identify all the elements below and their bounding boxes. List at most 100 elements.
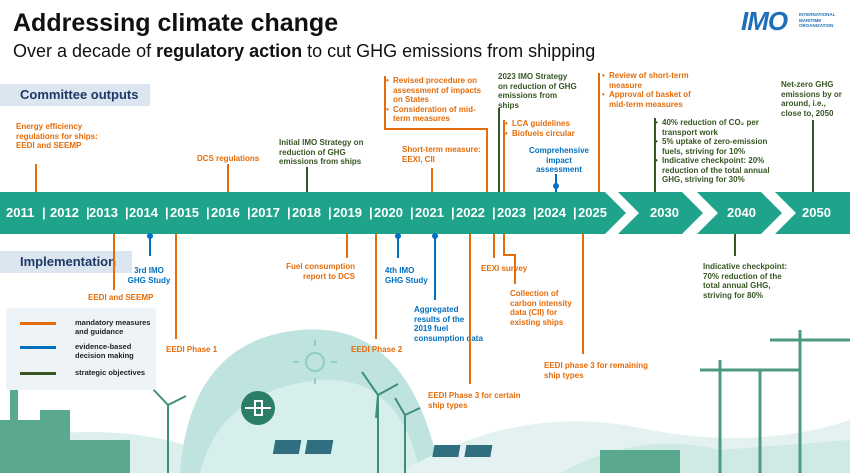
timeline-year: 2011 <box>6 205 35 220</box>
connector <box>493 234 495 258</box>
impl-aggregated: Aggregated results of the 2019 fuel cons… <box>414 305 483 343</box>
timeline-year: 2025 <box>578 205 607 220</box>
committee-revised-procedure: Revised procedure on assessment of impac… <box>386 76 482 105</box>
impl-eedi-seemp: EEDI and SEEMP <box>88 293 154 302</box>
plug-emblem-icon <box>241 391 275 425</box>
connector <box>514 254 516 284</box>
connector <box>498 108 500 192</box>
factory-silhouette <box>0 390 130 473</box>
committee-lca: LCA guidelines <box>505 119 590 129</box>
decorative-landscape <box>0 329 850 473</box>
connector <box>346 234 348 258</box>
impl-eedi-phase3-remaining: EEDI phase 3 for remaining ship types <box>544 361 649 380</box>
timeline-year: 2021 <box>415 205 444 220</box>
committee-mid-term: Consideration of mid-term measures <box>386 105 482 124</box>
committee-eedi-seemp: Energy efficiency regulations for ships:… <box>16 122 98 150</box>
connector <box>812 120 814 192</box>
timeline-separator: | <box>451 205 455 220</box>
logo-org-line: INTERNATIONAL <box>799 12 836 17</box>
connector <box>503 120 505 192</box>
timeline-separator: | <box>247 205 251 220</box>
connector <box>306 167 308 192</box>
committee-lca-list: LCA guidelines Biofuels circular <box>505 119 590 138</box>
committee-net-zero: Net-zero GHG emissions by or around, i.e… <box>781 80 842 118</box>
connector <box>486 128 488 192</box>
connector <box>434 234 436 300</box>
connector <box>384 128 488 130</box>
committee-revised-list: Revised procedure on assessment of impac… <box>386 76 482 124</box>
page-title: Addressing climate change <box>13 9 339 37</box>
timeline-year: 2014 <box>129 205 158 220</box>
timeline-separator: | <box>86 205 90 220</box>
connector <box>598 73 600 192</box>
connector-dot <box>395 233 401 239</box>
impl-eedi-phase3-certain: EEDI Phase 3 for certain ship types <box>428 391 521 410</box>
timeline-year: 2024 <box>537 205 566 220</box>
impl-eexi: EEXI survey <box>481 264 528 273</box>
connector <box>375 234 377 339</box>
impl-eedi-phase2: EEDI Phase 2 <box>351 345 403 354</box>
timeline-band <box>0 192 850 234</box>
committee-short-term: Short-term measure: EEXI, CII <box>402 145 481 164</box>
committee-biofuels: Biofuels circular <box>505 129 590 139</box>
timeline-separator: | <box>369 205 373 220</box>
connector <box>654 118 656 192</box>
committee-dcs: DCS regulations <box>197 154 260 163</box>
timeline-year: 2016 <box>211 205 240 220</box>
committee-comprehensive: Comprehensive impact assessment <box>528 146 590 174</box>
solar-panels <box>272 440 493 457</box>
committee-2030-goals: 40% reduction of CO₂ per transport work … <box>655 118 780 185</box>
imo-logo: IMO INTERNATIONAL MARITIME ORGANIZATION <box>741 6 841 38</box>
connector <box>227 164 229 192</box>
timeline-year: 2013 <box>89 205 118 220</box>
timeline-separator: | <box>206 205 210 220</box>
connector <box>113 234 115 290</box>
timeline-separator: | <box>492 205 496 220</box>
timeline-separator: | <box>42 205 46 220</box>
timeline-separator: | <box>165 205 169 220</box>
impl-ghg4: 4th IMO GHG Study <box>385 266 428 285</box>
timeline-separator: | <box>125 205 129 220</box>
wind-turbine-icon <box>151 371 421 473</box>
logo-org-line: ORGANIZATION <box>799 23 834 28</box>
legend: mandatory measures and guidance evidence… <box>6 308 156 390</box>
connector <box>469 234 471 384</box>
page-subtitle: Over a decade of regulatory action to cu… <box>13 40 595 62</box>
timeline-year: 2012 <box>50 205 79 220</box>
connector <box>397 234 399 258</box>
timeline-separator: | <box>287 205 291 220</box>
connector <box>582 234 584 354</box>
connector <box>503 254 515 256</box>
goal-2030-fuels: 5% uptake of zero-emission fuels, strivi… <box>655 137 780 156</box>
timeline-milestone: 2040 <box>727 205 756 220</box>
sun-icon <box>293 340 337 384</box>
imo-logo-org: INTERNATIONAL MARITIME ORGANIZATION <box>799 12 835 29</box>
subtitle-pre: Over a decade of <box>13 41 157 61</box>
committee-initial-strategy: Initial IMO Strategy on reduction of GHG… <box>279 138 364 166</box>
subtitle-post: to cut GHG emissions from shipping <box>302 41 596 61</box>
connector-dot <box>553 183 559 189</box>
impl-eedi-phase1: EEDI Phase 1 <box>166 345 218 354</box>
timeline-year: 2018 <box>292 205 321 220</box>
timeline-year: 2023 <box>497 205 526 220</box>
implementation-tag: Implementation <box>0 251 132 273</box>
subtitle-bold: regulatory action <box>156 41 303 61</box>
connector <box>431 168 433 192</box>
connector <box>734 234 736 256</box>
connector <box>175 234 177 339</box>
timeline-year: 2020 <box>374 205 403 220</box>
connector <box>384 76 386 129</box>
impl-cii-collection: Collection of carbon intensity data (CII… <box>510 289 572 327</box>
connector <box>149 234 151 256</box>
connector-dot <box>432 233 438 239</box>
committee-strategy-2023: 2023 IMO Strategy on reduction of GHG em… <box>498 72 577 110</box>
timeline-year: 2022 <box>456 205 485 220</box>
legend-label: mandatory measures and guidance <box>75 318 151 336</box>
committee-review-short: Review of short-term measure <box>602 71 692 90</box>
connector-dot <box>147 233 153 239</box>
timeline-year: 2017 <box>251 205 280 220</box>
legend-label: evidence-based decision making <box>75 342 134 360</box>
timeline-year: 2015 <box>170 205 199 220</box>
goal-2030-checkpoint: Indicative checkpoint: 20% reduction of … <box>655 156 780 185</box>
legend-swatch-blue <box>20 346 56 349</box>
